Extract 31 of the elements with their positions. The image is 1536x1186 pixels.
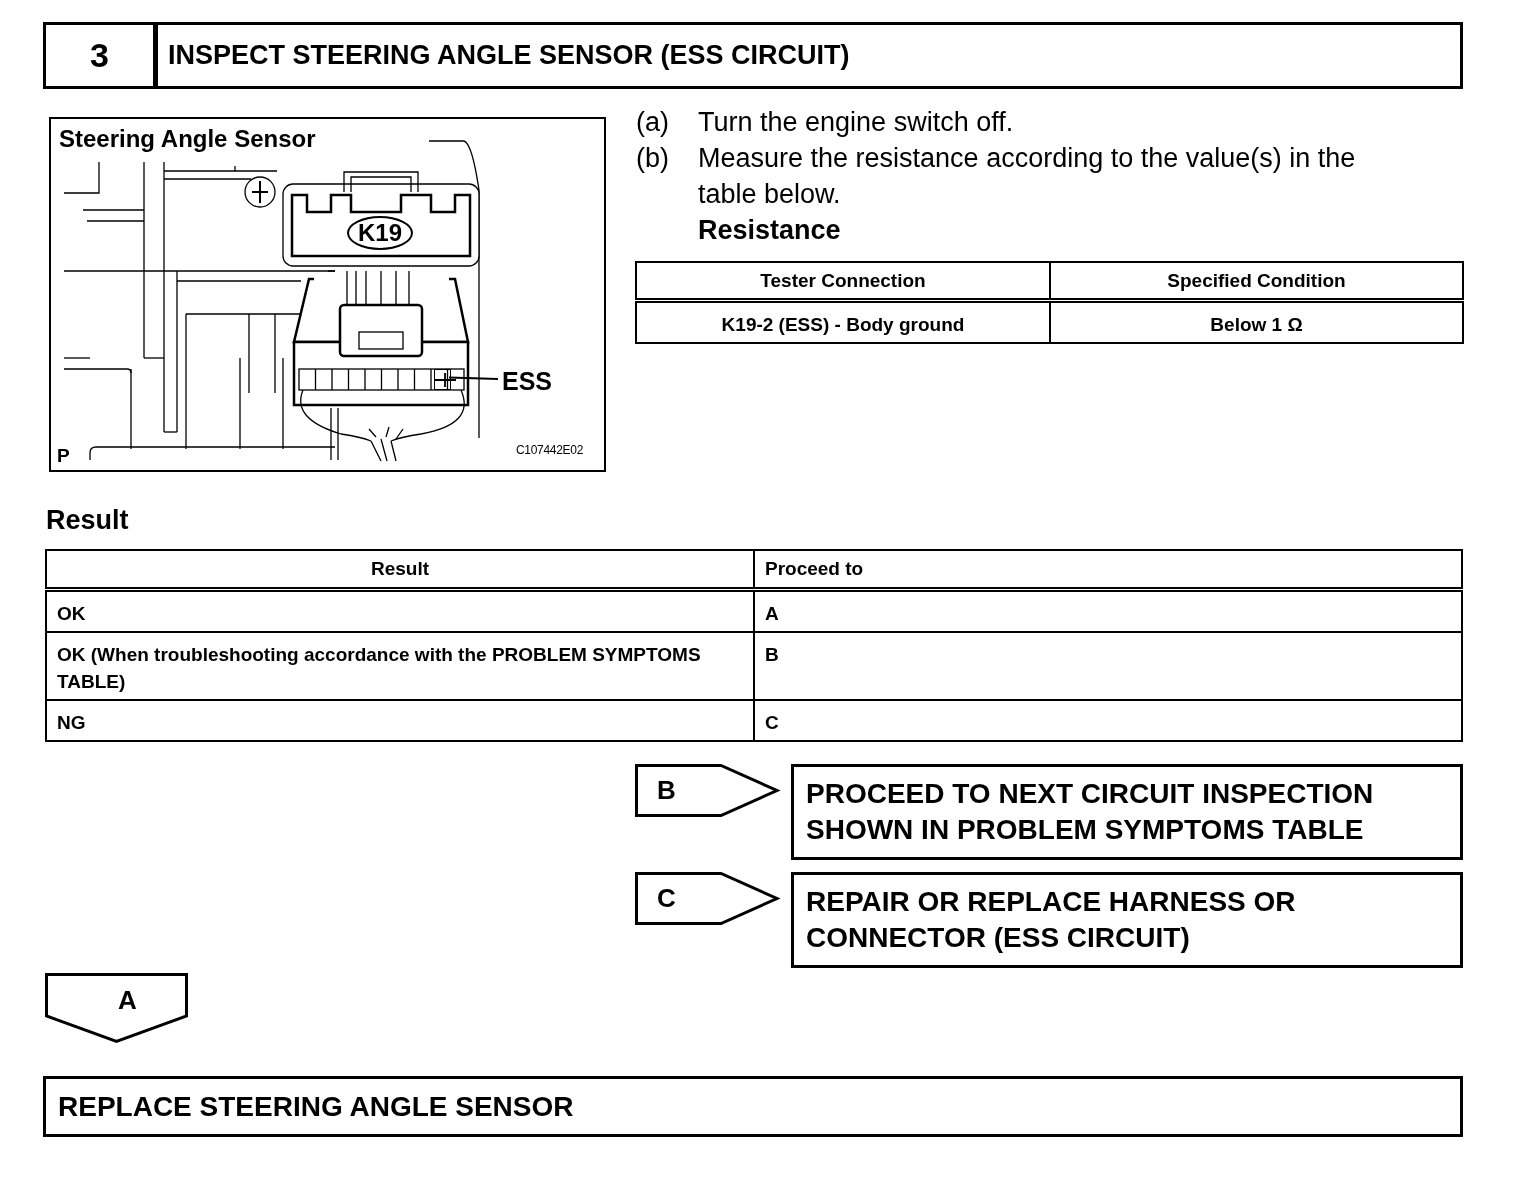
table-cell: OK (When troubleshooting accordance with the PROBLEM SYMPTOMS TABLE) xyxy=(46,631,754,700)
section-heading: Result xyxy=(46,504,130,537)
section-heading: Resistance xyxy=(698,214,842,247)
instruction-text: Measure the resistance according to the value(s) in the table below. xyxy=(698,142,1357,211)
action-box: REPAIR OR REPLACE HARNESS OR CONNECTOR (ESS CIRCUIT) xyxy=(791,872,1463,968)
result-tag: B xyxy=(635,764,779,817)
action-box: PROCEED TO NEXT CIRCUIT INSPECTION SHOWN IN PROBLEM SYMPTOMS TABLE xyxy=(791,764,1463,860)
column-header: Tester Connection xyxy=(636,262,1050,301)
table-cell: A xyxy=(754,589,1462,632)
column-header: Specified Condition xyxy=(1050,262,1463,301)
table-cell: B xyxy=(754,631,1462,700)
table-cell: Below 1 Ω xyxy=(1050,300,1463,343)
column-header: Proceed to xyxy=(754,550,1462,589)
callout-label: ESS xyxy=(500,366,558,396)
table-cell: C xyxy=(754,699,1462,741)
figure-code: C107442E02 xyxy=(516,443,585,457)
table-cell: K19-2 (ESS) - Body ground xyxy=(636,300,1050,343)
result-tag: C xyxy=(635,872,779,925)
leader-line xyxy=(448,376,499,380)
action-box: REPLACE STEERING ANGLE SENSOR xyxy=(43,1076,1463,1137)
table-cell: OK xyxy=(46,589,754,632)
connector-terminal xyxy=(434,369,451,390)
step-number: 3 xyxy=(43,22,156,89)
column-header: Result xyxy=(46,550,754,589)
table-cell: NG xyxy=(46,699,754,741)
instruction-text: (a) xyxy=(636,106,670,139)
step-title: INSPECT STEERING ANGLE SENSOR (ESS CIRCUIT) xyxy=(155,22,1463,89)
instruction-text: (b) xyxy=(636,142,670,175)
view-mark: P xyxy=(57,445,71,467)
result-tag: A xyxy=(45,973,188,1043)
instruction-text: Turn the engine switch off. xyxy=(698,106,1015,139)
